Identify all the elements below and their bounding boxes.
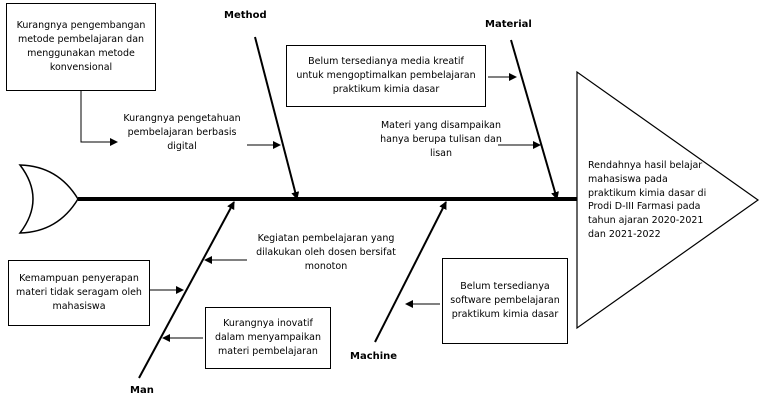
effect-text: Rendahnya hasil belajar mahasiswa pada p… bbox=[588, 160, 707, 240]
machine-cause-box-text: Belum tersedianya software pembelajaran … bbox=[450, 281, 560, 320]
method-cause-text: Kurangnya pengetahuan pembelajaran berba… bbox=[123, 113, 241, 152]
man-cause-box-1-text: Kemampuan penyerapan materi tidak seraga… bbox=[16, 273, 142, 312]
category-man: Man bbox=[130, 385, 154, 396]
fish-head bbox=[576, 70, 760, 330]
category-machine: Machine bbox=[350, 351, 398, 362]
machine-cause-box: Belum tersedianya software pembelajaran … bbox=[442, 258, 568, 344]
category-material: Material bbox=[485, 19, 532, 30]
bone-method bbox=[254, 36, 300, 200]
material-cause-box-text: Belum tersedianya media kreatif untuk me… bbox=[296, 56, 476, 95]
bone-man bbox=[138, 201, 235, 379]
method-cause-box: Kurangnya pengembangan metode pembelajar… bbox=[6, 3, 156, 91]
method-cause-box-text: Kurangnya pengembangan metode pembelajar… bbox=[16, 20, 146, 73]
man-cause-box-2: Kurangnya inovatif dalam menyampaikan ma… bbox=[205, 307, 331, 369]
category-method: Method bbox=[224, 10, 267, 21]
material-cause-box: Belum tersedianya media kreatif untuk me… bbox=[286, 45, 486, 107]
material-cause-text: Materi yang disampaikan hanya berupa tul… bbox=[380, 120, 502, 159]
bone-machine bbox=[374, 201, 447, 343]
fish-tail bbox=[18, 164, 79, 234]
method-box-connector bbox=[80, 91, 118, 146]
man-cause-box-2-text: Kurangnya inovatif dalam menyampaikan ma… bbox=[214, 318, 322, 357]
bone-material bbox=[510, 39, 559, 200]
man-cause-box-1: Kemampuan penyerapan materi tidak seraga… bbox=[8, 260, 150, 326]
man-cause-text: Kegiatan pembelajaran yang dilakukan ole… bbox=[256, 233, 396, 272]
